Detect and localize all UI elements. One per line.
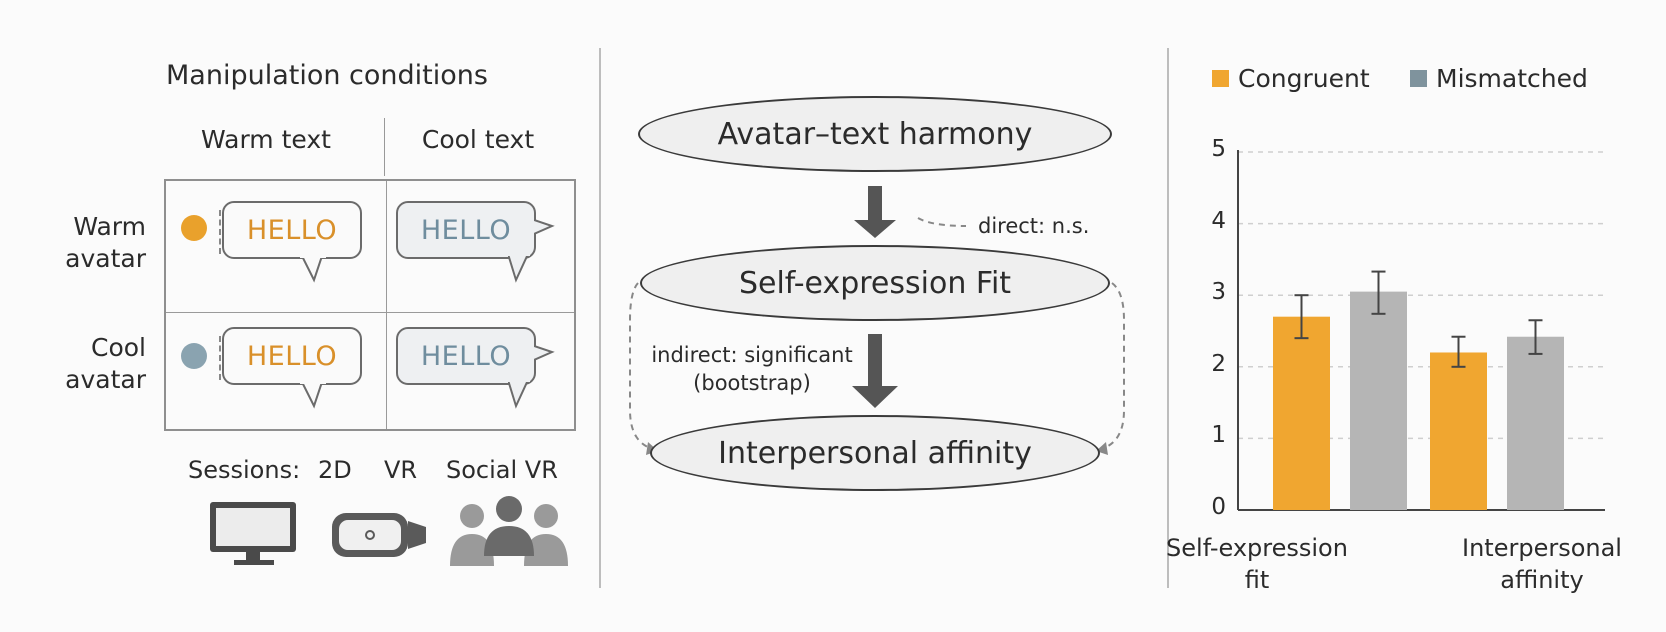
row-header-warm-line2: avatar [65, 244, 146, 273]
indirect-effect-note: indirect: significant (bootstrap) [650, 343, 854, 395]
conditions-grid [164, 179, 576, 431]
cool-avatar-dot [181, 343, 207, 369]
bar-congruent [1430, 352, 1487, 510]
grid-vertical-line [386, 181, 387, 429]
category-label-line2: affinity [1500, 566, 1584, 594]
row-header-warm-avatar: Warm avatar [36, 211, 146, 275]
divider-right [1167, 48, 1169, 588]
column-header-divider [384, 118, 385, 176]
bubble-side-tail [534, 219, 555, 235]
cool-avatar-link [219, 336, 221, 380]
y-tick-label: 1 [1211, 422, 1226, 449]
bubble-side-tail [534, 345, 555, 361]
y-tick-label: 3 [1211, 279, 1226, 306]
bubble-warm-avatar-cool-text: HELLO [396, 201, 536, 259]
bubble-text: HELLO [246, 214, 338, 246]
indirect-note-line1: indirect: significant [651, 343, 853, 367]
category-label-line1: Interpersonal [1462, 534, 1622, 562]
legend-label-congruent: Congruent [1238, 64, 1370, 93]
category-label-self-expression-fit: Self-expression fit [1157, 532, 1357, 596]
session-2d-label: 2D [318, 456, 352, 484]
bar-congruent [1273, 316, 1330, 510]
category-label-line1: Self-expression [1166, 534, 1348, 562]
bubble-tail [508, 380, 530, 409]
panel-title-conditions: Manipulation conditions [166, 60, 488, 91]
bubble-text: HELLO [420, 340, 512, 372]
legend-mismatched: Mismatched [1410, 64, 1588, 93]
bubble-cool-avatar-cool-text: HELLO [396, 327, 536, 385]
group-people-icon [450, 496, 568, 566]
warm-avatar-dot [181, 215, 207, 241]
node-interpersonal-affinity: Interpersonal affinity [650, 415, 1100, 491]
y-tick-label: 5 [1211, 136, 1226, 162]
vr-headset-icon [332, 513, 426, 557]
column-header-cool-text: Cool text [421, 125, 535, 154]
row-header-cool-line1: Cool [91, 333, 146, 362]
category-label-interpersonal-affinity: Interpersonal affinity [1442, 532, 1642, 596]
legend-congruent: Congruent [1212, 64, 1370, 93]
bubble-warm-avatar-warm-text: HELLO [222, 201, 362, 259]
y-tick-label: 4 [1211, 207, 1226, 234]
node-label: Interpersonal affinity [718, 435, 1032, 471]
y-tick-label: 0 [1211, 494, 1226, 520]
indirect-note-line2: (bootstrap) [693, 371, 811, 395]
node-avatar-text-harmony: Avatar–text harmony [638, 96, 1112, 172]
column-header-warm-text: Warm text [201, 125, 331, 154]
grid-horizontal-line [166, 312, 574, 313]
row-header-cool-avatar: Cool avatar [36, 332, 146, 396]
bubble-tail [300, 382, 326, 409]
bubble-tail [508, 254, 530, 283]
category-label-line2: fit [1244, 566, 1270, 594]
monitor-icon [210, 502, 296, 565]
session-vr-label: VR [384, 456, 418, 484]
legend-swatch-mismatched [1410, 70, 1427, 87]
bar-mismatched [1350, 291, 1407, 510]
sessions-label: Sessions: [188, 456, 301, 484]
row-header-cool-line2: avatar [65, 365, 146, 394]
legend-label-mismatched: Mismatched [1436, 64, 1588, 93]
warm-avatar-link [219, 210, 221, 254]
node-label: Avatar–text harmony [717, 116, 1033, 152]
bubble-cool-avatar-warm-text: HELLO [222, 327, 362, 385]
row-header-warm-line1: Warm [73, 212, 146, 241]
node-self-expression-fit: Self-expression Fit [640, 245, 1110, 321]
divider-left [599, 48, 601, 588]
bubble-tail [300, 256, 326, 283]
node-label: Self-expression Fit [738, 265, 1012, 301]
legend-swatch-congruent [1212, 70, 1229, 87]
direct-effect-note: direct: n.s. [978, 214, 1090, 238]
session-social-vr-label: Social VR [446, 456, 558, 484]
bar-mismatched [1507, 336, 1564, 510]
bubble-text: HELLO [420, 214, 512, 246]
y-tick-label: 2 [1211, 350, 1226, 377]
bubble-text: HELLO [246, 340, 338, 372]
